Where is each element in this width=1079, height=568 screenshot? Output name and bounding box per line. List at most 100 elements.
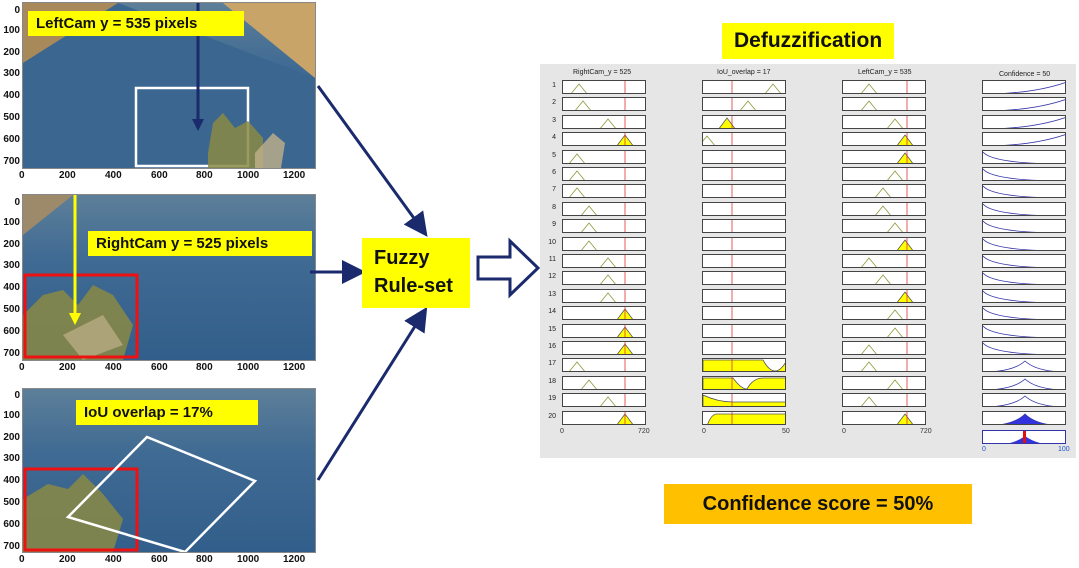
rule-row-number: 8 bbox=[552, 203, 556, 211]
axis-max: 50 bbox=[782, 428, 790, 435]
membership-plot bbox=[842, 132, 926, 147]
xtick: 200 bbox=[59, 554, 76, 565]
rule-row-number: 17 bbox=[548, 360, 556, 368]
ytick: 700 bbox=[3, 156, 20, 167]
membership-plot bbox=[562, 271, 646, 286]
xtick: 200 bbox=[59, 170, 76, 181]
rule-row-number: 9 bbox=[552, 221, 556, 229]
membership-plot bbox=[842, 375, 926, 390]
leftcam-label: LeftCam y = 535 pixels bbox=[28, 11, 244, 36]
membership-plot bbox=[982, 410, 1066, 425]
membership-plot bbox=[702, 341, 786, 355]
membership-plot bbox=[842, 393, 926, 408]
xtick: 1200 bbox=[283, 362, 306, 373]
ytick: 0 bbox=[14, 390, 20, 401]
ytick: 200 bbox=[3, 47, 20, 58]
ytick: 400 bbox=[3, 475, 20, 486]
membership-plot bbox=[842, 341, 926, 355]
membership-plot bbox=[562, 254, 646, 268]
xtick: 400 bbox=[105, 362, 122, 373]
ytick: 300 bbox=[3, 453, 20, 464]
ytick: 500 bbox=[3, 497, 20, 508]
rule-column-title: LeftCam_y = 535 bbox=[858, 69, 912, 76]
leftcam-panel: LeftCam y = 535 pixels 0 100 200 300 400… bbox=[0, 0, 320, 186]
membership-plot bbox=[702, 80, 786, 94]
axis-max: 720 bbox=[638, 428, 650, 435]
rightcam-label: RightCam y = 525 pixels bbox=[88, 231, 312, 256]
membership-plot bbox=[702, 149, 786, 164]
axis-min: 0 bbox=[560, 428, 564, 435]
membership-plot bbox=[842, 219, 926, 234]
membership-plot bbox=[702, 132, 786, 147]
membership-plot bbox=[702, 97, 786, 112]
membership-plot bbox=[982, 271, 1066, 286]
membership-plot bbox=[982, 393, 1066, 408]
xtick: 1200 bbox=[283, 170, 306, 181]
xtick: 200 bbox=[59, 362, 76, 373]
xtick: 800 bbox=[196, 554, 213, 565]
defuzzification-title: Defuzzification bbox=[722, 23, 895, 59]
xtick: 400 bbox=[105, 554, 122, 565]
membership-plot bbox=[982, 132, 1066, 147]
membership-plot bbox=[702, 358, 786, 373]
rule-row-number: 6 bbox=[552, 169, 556, 176]
membership-plot bbox=[982, 306, 1066, 321]
xtick: 1000 bbox=[237, 362, 260, 373]
membership-plot bbox=[562, 219, 646, 234]
membership-plot bbox=[982, 201, 1066, 216]
membership-plot bbox=[562, 97, 646, 112]
ytick: 500 bbox=[3, 112, 20, 123]
membership-plot bbox=[982, 323, 1066, 338]
xtick: 1000 bbox=[237, 554, 260, 565]
axis-max: 100 bbox=[1058, 446, 1070, 453]
membership-plot bbox=[702, 306, 786, 321]
membership-plot bbox=[982, 97, 1066, 112]
membership-plot bbox=[562, 393, 646, 408]
membership-plot bbox=[702, 219, 786, 234]
membership-plot bbox=[842, 201, 926, 216]
membership-plot bbox=[842, 306, 926, 321]
aggregated-output bbox=[982, 430, 1066, 444]
membership-plot bbox=[982, 236, 1066, 251]
xtick: 1000 bbox=[237, 170, 260, 181]
membership-plot bbox=[842, 288, 926, 303]
membership-plot bbox=[562, 201, 646, 216]
xtick: 0 bbox=[19, 362, 25, 373]
ytick: 100 bbox=[3, 217, 20, 228]
membership-plot bbox=[842, 254, 926, 268]
xtick: 800 bbox=[196, 170, 213, 181]
confidence-score: Confidence score = 50% bbox=[664, 484, 972, 524]
membership-plot bbox=[562, 184, 646, 199]
ytick: 0 bbox=[14, 197, 20, 208]
membership-plot bbox=[702, 236, 786, 251]
xtick: 800 bbox=[196, 362, 213, 373]
rule-row-number: 16 bbox=[548, 343, 556, 350]
xtick: 0 bbox=[19, 554, 25, 565]
rule-column-title: IoU_overlap = 17 bbox=[717, 69, 771, 76]
rule-row-number: 3 bbox=[552, 116, 556, 124]
membership-plot bbox=[702, 271, 786, 286]
membership-plot bbox=[842, 184, 926, 199]
axis-min: 0 bbox=[702, 428, 706, 435]
rule-row-number: 2 bbox=[552, 99, 556, 107]
fuzzy-line1: Fuzzy bbox=[374, 247, 430, 269]
membership-plot bbox=[562, 375, 646, 390]
rule-row-number: 7 bbox=[552, 186, 556, 194]
ytick: 600 bbox=[3, 519, 20, 530]
iou-panel: IoU overlap = 17% 0 100 200 300 400 500 … bbox=[0, 386, 320, 568]
membership-plot bbox=[702, 375, 786, 390]
rule-row-number: 5 bbox=[552, 151, 556, 159]
iou-label: IoU overlap = 17% bbox=[76, 400, 258, 425]
membership-plot bbox=[562, 114, 646, 129]
rule-row-number: 18 bbox=[548, 377, 556, 385]
membership-plot bbox=[702, 114, 786, 129]
rule-viewer: RightCam_y = 525 IoU_overlap = 17 LeftCa… bbox=[540, 64, 1076, 458]
ytick: 400 bbox=[3, 90, 20, 101]
membership-plot bbox=[562, 236, 646, 251]
arrow-to-defuzz bbox=[476, 237, 541, 299]
rule-row-number: 15 bbox=[548, 325, 556, 333]
membership-plot bbox=[982, 149, 1066, 164]
ytick: 300 bbox=[3, 68, 20, 79]
membership-plot bbox=[842, 97, 926, 112]
membership-plot bbox=[562, 323, 646, 338]
